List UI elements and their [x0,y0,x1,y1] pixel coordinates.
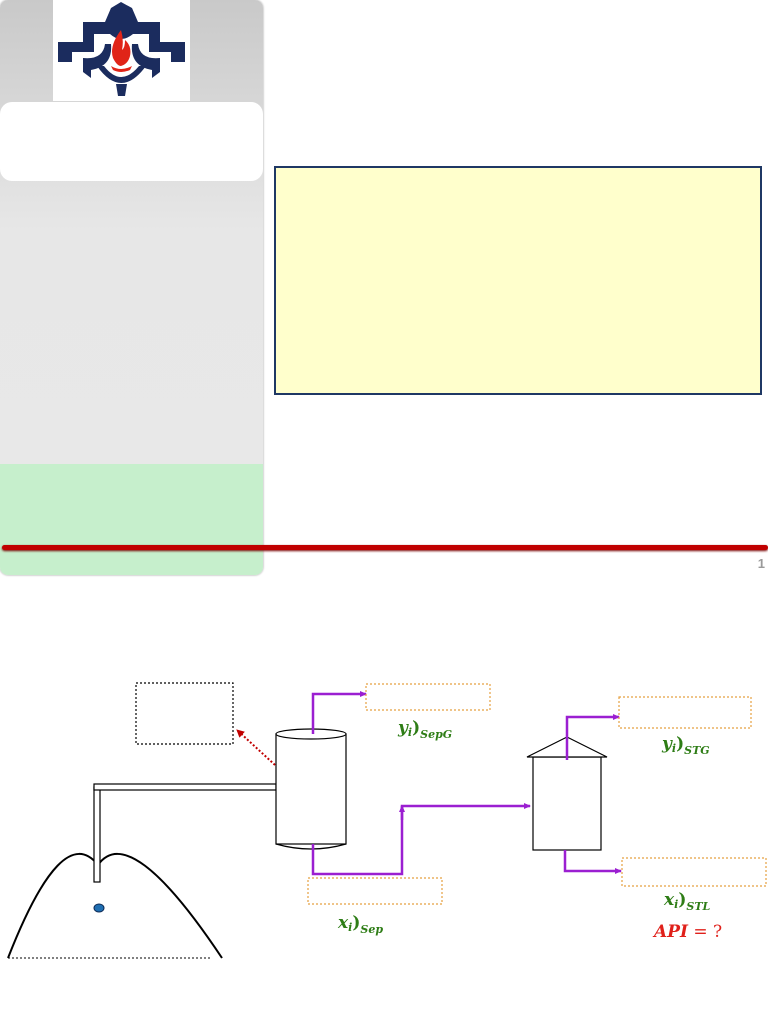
separator-liquid-stream [311,803,531,876]
text-content-box [274,166,762,395]
university-logo [53,0,190,101]
page-number: 1 [757,556,765,571]
logo-emblem-icon [58,2,185,96]
slide-divider [2,545,768,550]
separator-gas-label: yi)SepG [397,718,452,741]
separator-liquid-box [307,877,443,905]
stock-tank [526,736,608,851]
stock-tank-gas-stream [565,714,620,760]
separator-process-diagram: yi)SepG xi)Sep yi)STG xi)STL API = ? [7,682,767,959]
sidebar-footer-band [0,464,263,575]
api-question-label: API = ? [652,922,722,942]
separator-conditions-box [135,682,234,745]
separator-vessel [275,728,347,850]
flowline [93,783,277,791]
perforation-point [93,903,105,913]
stock-tank-liquid-box [621,857,767,887]
separator-gas-box [365,683,491,711]
stock-tank-gas-box [618,696,752,729]
sidebar-title-card [0,102,263,181]
stock-tank-liquid-stream [563,850,622,874]
wellbore [93,786,101,883]
sidebar-panel [0,0,263,575]
conditions-pointer-arrow [236,729,276,766]
stock-tank-gas-label: yi)STG [661,734,710,757]
separator-liquid-label: xi)Sep [337,913,383,936]
stock-tank-liquid-label: xi)STL [663,890,711,913]
reservoir-outline [7,853,223,959]
separator-gas-stream [311,691,367,734]
